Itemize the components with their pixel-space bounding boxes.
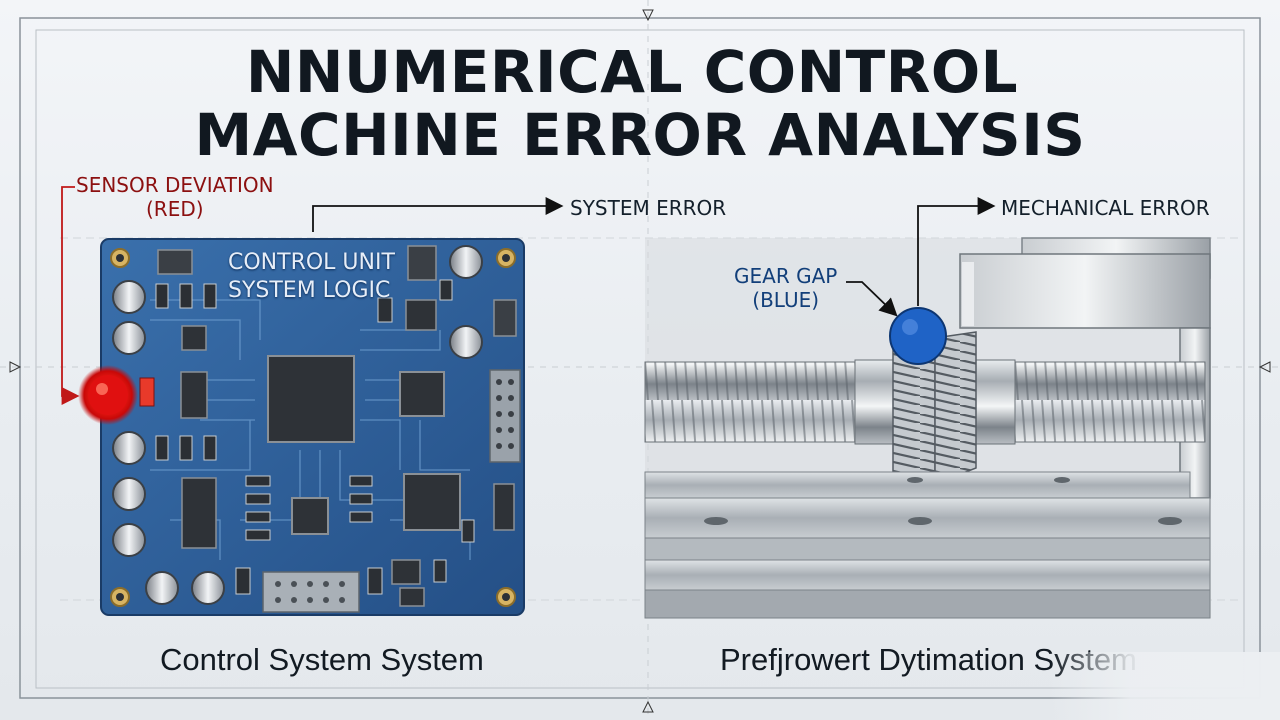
corner-watermark bbox=[1050, 652, 1280, 720]
board-line-1: CONTROL UNIT bbox=[228, 250, 395, 275]
title-line-2: MACHINE ERROR ANALYSIS bbox=[194, 101, 1086, 169]
gear-color-text: (BLUE) bbox=[752, 288, 820, 312]
mechanical-error-label: MECHANICAL ERROR bbox=[1001, 196, 1210, 220]
control-unit-label: CONTROL UNIT SYSTEM LOGIC bbox=[228, 249, 395, 305]
caption-control-system: Control System System bbox=[160, 642, 484, 677]
board-line-2: SYSTEM LOGIC bbox=[228, 278, 391, 304]
sensor-color-text: (RED) bbox=[146, 197, 204, 221]
gear-gap-text: GEAR GAP bbox=[734, 264, 838, 288]
gear-gap-label: GEAR GAP (BLUE) bbox=[734, 264, 837, 312]
sensor-deviation-text: SENSOR DEVIATION bbox=[76, 173, 274, 197]
system-error-label: SYSTEM ERROR bbox=[570, 196, 727, 220]
title-line-1: NNUMERICAL CONTROL bbox=[245, 38, 1019, 106]
sensor-deviation-label: SENSOR DEVIATION (RED) bbox=[76, 173, 274, 221]
